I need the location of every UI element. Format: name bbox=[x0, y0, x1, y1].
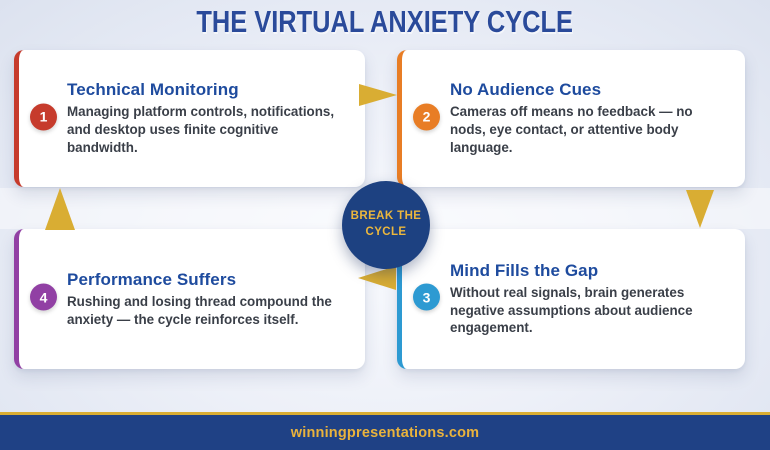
card-content: No Audience Cues Cameras off means no fe… bbox=[402, 80, 745, 156]
footer-website: winningpresentations.com bbox=[290, 424, 480, 441]
card-title: No Audience Cues bbox=[450, 80, 602, 100]
card-title: Mind Fills the Gap bbox=[450, 260, 599, 280]
step-3-badge: 3 bbox=[413, 283, 440, 311]
cycle-arrow-4-to-1-icon bbox=[45, 188, 75, 230]
card-body: Cameras off means no feedback — no nods,… bbox=[450, 104, 693, 155]
step-1-badge: 1 bbox=[30, 103, 57, 130]
cycle-arrow-2-to-3-icon bbox=[686, 190, 714, 228]
cycle-arrow-3-to-4-icon bbox=[358, 266, 396, 290]
footer-accent-line bbox=[0, 412, 770, 415]
card-mind-fills-the-gap: 3 Mind Fills the Gap Without real signal… bbox=[397, 229, 745, 369]
card-content: Mind Fills the Gap Without real signals,… bbox=[402, 261, 745, 337]
card-body: Managing platform controls, notification… bbox=[67, 104, 335, 155]
card-body: Without real signals, brain generates ne… bbox=[450, 284, 693, 336]
break-the-cycle-badge: BREAK THE CYCLE bbox=[342, 181, 430, 269]
step-4-badge: 4 bbox=[30, 283, 57, 311]
step-2-badge: 2 bbox=[413, 103, 440, 130]
card-no-audience-cues: 2 No Audience Cues Cameras off means no … bbox=[397, 50, 745, 187]
footer-bar: winningpresentations.com bbox=[0, 415, 770, 450]
card-title: Technical Monitoring bbox=[67, 80, 239, 100]
card-technical-monitoring: 1 Technical Monitoring Managing platform… bbox=[14, 50, 365, 187]
card-content: Performance Suffers Rushing and losing t… bbox=[19, 270, 365, 328]
card-title: Performance Suffers bbox=[67, 269, 237, 289]
card-body: Rushing and losing thread compound the a… bbox=[67, 293, 332, 327]
card-performance-suffers: 4 Performance Suffers Rushing and losing… bbox=[14, 229, 365, 369]
card-content: Technical Monitoring Managing platform c… bbox=[19, 80, 365, 156]
cycle-arrow-1-to-2-icon bbox=[359, 84, 397, 106]
page-title: THE VIRTUAL ANXIETY CYCLE bbox=[196, 4, 574, 39]
